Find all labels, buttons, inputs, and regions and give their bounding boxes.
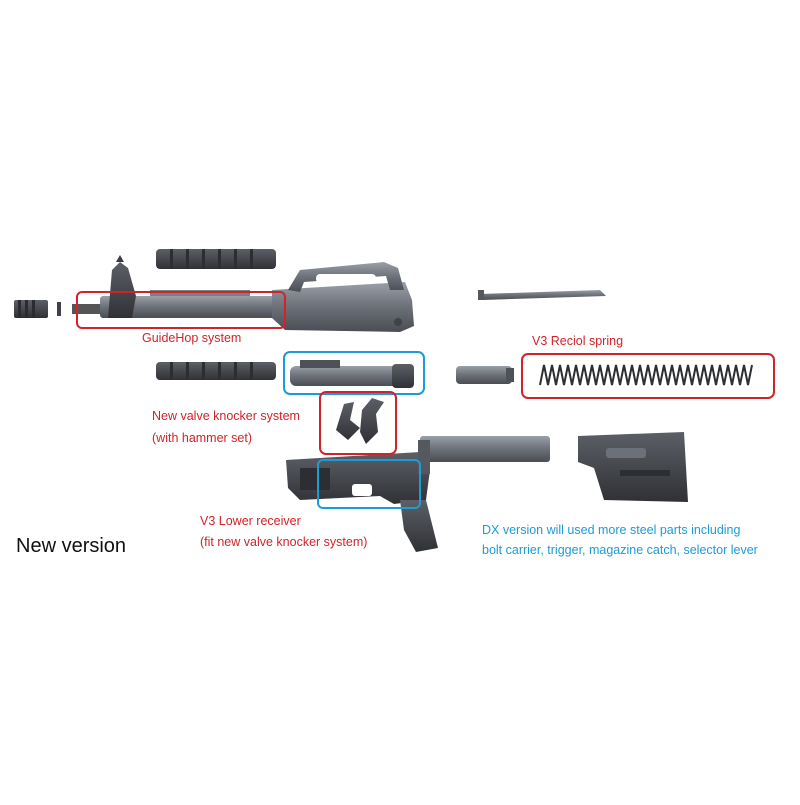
recoil-spring-icon: [539, 364, 753, 386]
upper-receiver-icon: [72, 255, 414, 332]
lower-receiver-label: V3 Lower receiver: [200, 514, 301, 528]
stock-icon: [578, 432, 688, 502]
page-title: New version: [16, 535, 127, 557]
bolt-carrier-icon: [290, 360, 414, 388]
handguard-bottom-icon: [156, 362, 276, 380]
recoil-spring-highlight-box: [521, 353, 775, 399]
valve-knocker-sublabel: (with hammer set): [152, 431, 253, 445]
handguard-top-icon: [156, 249, 276, 269]
valve-knocker-highlight-box: [319, 391, 397, 455]
bolt-carrier-highlight-box: [283, 351, 425, 395]
valve-knocker-label: New valve knocker system: [152, 409, 300, 423]
dx-note-line1: DX version will used more steel parts in…: [482, 523, 741, 537]
charging-handle-icon: [478, 290, 606, 300]
dx-note-line2: bolt carrier, trigger, magazine catch, s…: [482, 543, 758, 557]
lower-receiver-icon: [286, 452, 438, 552]
flash-hider-icon: [14, 300, 61, 318]
buffer-tube-icon: [418, 436, 550, 474]
valve-knocker-icon: [336, 398, 384, 444]
guidehop-label: GuideHop system: [142, 331, 242, 345]
lower-receiver-sublabel: (fit new valve knocker system): [200, 535, 368, 549]
guidehop-highlight-box: [76, 291, 286, 329]
recoil-spring-label: V3 Reciol spring: [532, 334, 624, 348]
buffer-icon: [456, 366, 514, 384]
lower-receiver-highlight-box: [317, 459, 421, 509]
